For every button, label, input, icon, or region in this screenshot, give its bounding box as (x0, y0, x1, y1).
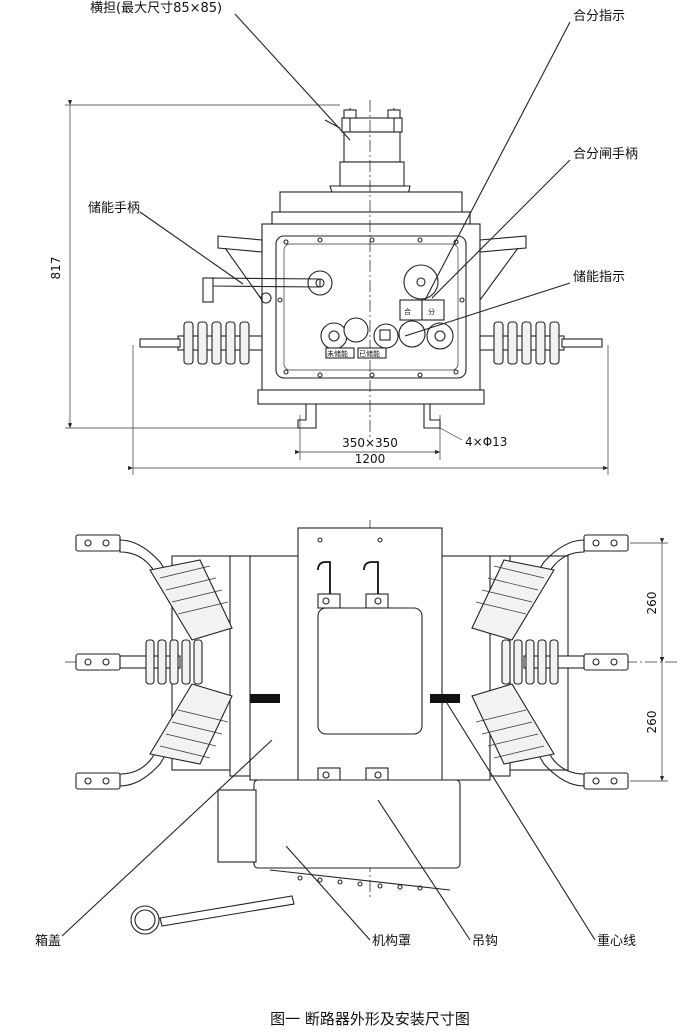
operating-rod (159, 895, 295, 927)
bolt-nut-right (387, 109, 401, 119)
energy-handle (202, 270, 333, 304)
plate-bolt (317, 537, 323, 543)
top-cover (279, 191, 463, 215)
hook-group-top (317, 561, 389, 609)
label-box-cover: 箱盖 (35, 933, 61, 949)
base-plate (257, 389, 485, 405)
mechanism-side-box (217, 789, 257, 863)
holes-leader (439, 427, 463, 441)
label-on-off-indicator: 合分指示 (573, 9, 625, 24)
bracket-left-upper (217, 235, 263, 253)
bracket-right-brace (479, 247, 519, 301)
insulator-stack-right-mid (501, 639, 559, 685)
insulator-stack-left-mid (145, 639, 203, 685)
top-bracket (339, 161, 405, 187)
dim-height-text: 817 (49, 257, 63, 280)
leader-center-line (444, 699, 596, 941)
label-crossarm: 横担(最大尺寸85×85) (90, 1, 222, 16)
label-mechanism-cover: 机构罩 (372, 934, 411, 949)
leader-energy-indicator (404, 282, 571, 337)
leader-energy-handle (139, 211, 244, 285)
gravity-mark-right (430, 694, 460, 703)
label-energy-indicator: 储能指示 (573, 270, 625, 285)
mechanism-bolts (297, 875, 423, 891)
bracket-left-brace (224, 247, 263, 301)
insulator-left (139, 321, 263, 365)
close-mark: 合 (404, 307, 411, 316)
plate-bolt (377, 537, 383, 543)
front-view: 817 350×350 4×Φ13 1200 (49, 1, 638, 475)
rod-ring-inner (134, 909, 156, 931)
insulator-stack-right-bottom (471, 683, 555, 765)
insulator-stack-left-bottom (149, 683, 233, 765)
dim-spacing-bottom-text: 260 (645, 711, 659, 734)
leader-box-cover (61, 739, 273, 937)
plan-window (317, 607, 423, 735)
foot-right (423, 404, 441, 429)
label-energy-handle: 储能手柄 (88, 201, 140, 216)
insulator-stack-right-top (471, 559, 555, 641)
dim-spacing-top-text: 260 (645, 592, 659, 615)
not-charged-label: 未储能 (327, 349, 348, 358)
bolt-nut-left (343, 109, 357, 119)
main-box-inner-panel (283, 243, 459, 371)
charged-label: 已储能 (359, 349, 380, 358)
pole-rail-left (229, 555, 253, 777)
foot-left (297, 404, 317, 429)
panel-bolts (277, 237, 465, 378)
leader-mechanism-cover (285, 845, 371, 941)
mechanism-cover-body (253, 779, 461, 869)
leader-on-off-handle (431, 159, 571, 299)
crossarm-block (343, 131, 401, 163)
label-hook: 吊钩 (472, 934, 498, 949)
figure-caption: 图一 断路器外形及安装尺寸图 (270, 1010, 470, 1028)
dim-base-text: 350×350 (342, 436, 398, 450)
leader-hook (377, 799, 471, 941)
rod-ring (130, 905, 160, 935)
label-on-off-handle: 合分闸手柄 (573, 147, 638, 162)
label-center-line: 重心线 (597, 933, 636, 949)
plan-view: 260 260 箱盖 机构罩 吊钩 重心线 (35, 520, 680, 949)
bracket-right-upper (479, 235, 527, 253)
open-mark: 分 (428, 307, 435, 316)
leader-crossarm (234, 13, 351, 141)
crossarm-clamp (341, 117, 403, 133)
dim-holes-text: 4×Φ13 (465, 435, 507, 449)
gravity-mark-left (250, 694, 280, 703)
insulator-right (479, 321, 603, 365)
dim-width-text: 1200 (355, 452, 386, 466)
insulator-stack-left-top (149, 559, 233, 641)
mechanism-rail (269, 869, 451, 891)
leader-on-off-indicator (424, 21, 571, 301)
